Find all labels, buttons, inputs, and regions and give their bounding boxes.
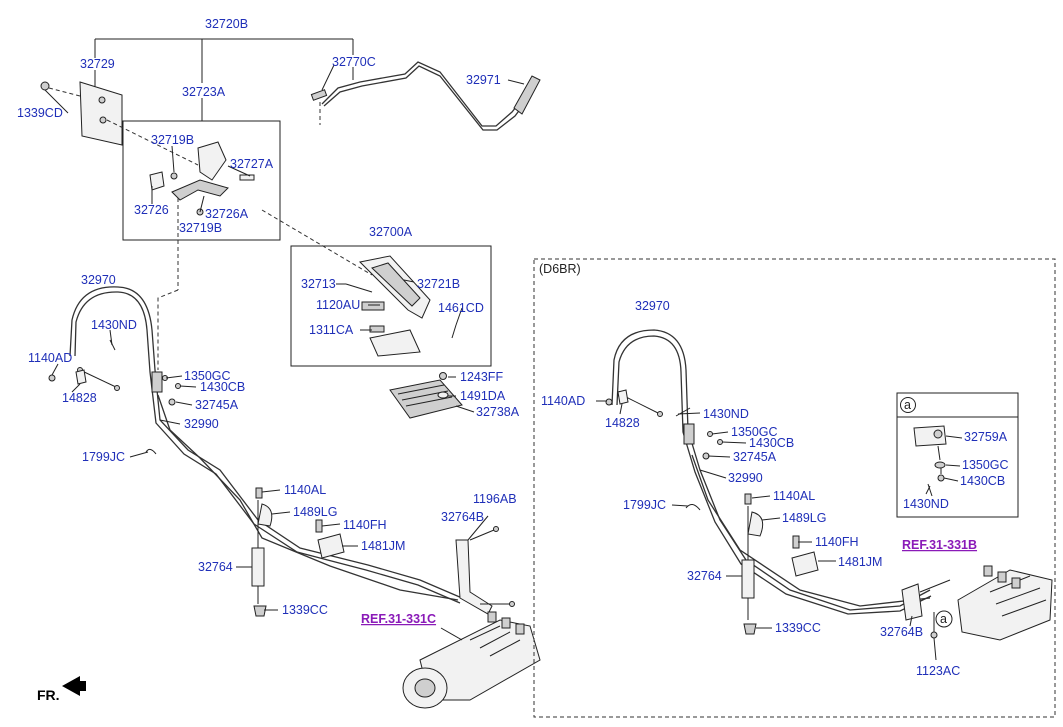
label-1123ac: 1123AC bbox=[916, 664, 960, 678]
label-1350gc-detail: 1350GC bbox=[962, 458, 1009, 472]
mounting-plate-32729 bbox=[40, 81, 199, 166]
label-32700a: 32700A bbox=[369, 225, 413, 239]
label-1491da: 1491DA bbox=[460, 389, 506, 403]
group-bracket-32720b bbox=[94, 38, 354, 121]
cable-32970-right bbox=[605, 329, 932, 615]
label-1196ab: 1196AB bbox=[473, 492, 517, 506]
pedal-assembly-32700a bbox=[261, 209, 457, 357]
label-1350gc-left: 1350GC bbox=[184, 369, 231, 383]
label-1339cd: 1339CD bbox=[17, 106, 63, 120]
front-direction-icon bbox=[62, 676, 86, 696]
label-14828-right: 14828 bbox=[605, 416, 640, 430]
cable-32770c bbox=[310, 61, 541, 131]
group-box-32723a bbox=[122, 120, 281, 241]
d6br-title: (D6BR) bbox=[539, 262, 581, 276]
label-32764b-right: 32764B bbox=[880, 625, 923, 639]
label-32745a-left: 32745A bbox=[195, 398, 239, 412]
label-1140ad-left: 1140AD bbox=[28, 351, 72, 365]
label-1140al-right: 1140AL bbox=[773, 489, 815, 503]
label-1430nd-left: 1430ND bbox=[91, 318, 137, 332]
label-32721b: 32721B bbox=[417, 277, 460, 291]
callout-marker-letter: a bbox=[940, 612, 947, 626]
label-1799jc-right: 1799JC bbox=[623, 498, 666, 512]
fr-label: FR. bbox=[37, 687, 60, 703]
callout-labels: 32720B 32729 32723A 32770C 32971 1339CD … bbox=[17, 17, 1009, 703]
injection-pump-left bbox=[402, 611, 541, 709]
label-1120au: 1120AU bbox=[316, 298, 360, 312]
label-1430nd-detail: 1430ND bbox=[903, 497, 949, 511]
detail-box-a bbox=[896, 392, 1019, 518]
label-1430cb-detail: 1430CB bbox=[960, 474, 1005, 488]
label-32764b-left: 32764B bbox=[441, 510, 484, 524]
label-32970-right: 32970 bbox=[635, 299, 670, 313]
bracket-32764-left bbox=[251, 487, 345, 617]
label-32971: 32971 bbox=[466, 73, 501, 87]
label-1430cb-right: 1430CB bbox=[749, 436, 794, 450]
label-32764-left: 32764 bbox=[198, 560, 233, 574]
label-32727a: 32727A bbox=[230, 157, 274, 171]
label-1140fh-right: 1140FH bbox=[815, 535, 859, 549]
detail-marker-letter: a bbox=[904, 398, 911, 412]
label-1140al-left: 1140AL bbox=[284, 483, 326, 497]
label-1430cb-left: 1430CB bbox=[200, 380, 245, 394]
label-32764-right: 32764 bbox=[687, 569, 722, 583]
label-32770c: 32770C bbox=[332, 55, 376, 69]
ref-31-331c: REF.31-331C bbox=[361, 612, 436, 626]
label-32726: 32726 bbox=[134, 203, 169, 217]
label-1339cc-left: 1339CC bbox=[282, 603, 328, 617]
bracket-32764b-left bbox=[455, 526, 515, 615]
label-32729: 32729 bbox=[80, 57, 115, 71]
label-1140fh-left: 1140FH bbox=[343, 518, 387, 532]
injection-pump-right bbox=[957, 565, 1053, 641]
label-32726a: 32726A bbox=[205, 207, 249, 221]
label-1799jc-left: 1799JC bbox=[82, 450, 125, 464]
label-32723a: 32723A bbox=[182, 85, 226, 99]
label-32720b: 32720B bbox=[205, 17, 248, 31]
label-32759a: 32759A bbox=[964, 430, 1008, 444]
label-1481jm-left: 1481JM bbox=[361, 539, 405, 553]
ref-31-331b: REF.31-331B bbox=[902, 538, 977, 552]
label-32713: 32713 bbox=[301, 277, 336, 291]
pedal-pad-32738a bbox=[389, 372, 463, 419]
label-1140ad-right: 1140AD bbox=[541, 394, 585, 408]
label-1489lg-right: 1489LG bbox=[782, 511, 826, 525]
label-1311ca: 1311CA bbox=[309, 323, 354, 337]
label-32719b-bottom: 32719B bbox=[179, 221, 222, 235]
leader-lines bbox=[44, 64, 963, 661]
label-1481jm-right: 1481JM bbox=[838, 555, 882, 569]
detail-parts-a bbox=[913, 425, 947, 497]
label-1339cc-right: 1339CC bbox=[775, 621, 821, 635]
group-box-32700a bbox=[290, 245, 492, 367]
label-32990-right: 32990 bbox=[728, 471, 763, 485]
label-1243ff: 1243FF bbox=[460, 370, 503, 384]
label-1350gc-right: 1350GC bbox=[731, 425, 778, 439]
detail-marker-circle bbox=[900, 397, 916, 413]
pedal-assembly-32723a bbox=[149, 141, 255, 370]
label-32970-left: 32970 bbox=[81, 273, 116, 287]
label-1430nd-right: 1430ND bbox=[703, 407, 749, 421]
cable-32970-left bbox=[48, 286, 463, 604]
label-32738a: 32738A bbox=[476, 405, 520, 419]
bracket-32764-right bbox=[741, 493, 819, 635]
label-32745a-right: 32745A bbox=[733, 450, 777, 464]
label-1461cd: 1461CD bbox=[438, 301, 484, 315]
label-32990-left: 32990 bbox=[184, 417, 219, 431]
callout-marker-circle bbox=[935, 610, 953, 628]
label-14828-left: 14828 bbox=[62, 391, 97, 405]
bracket-32764b-right bbox=[901, 579, 951, 639]
label-1489lg-left: 1489LG bbox=[293, 505, 337, 519]
d6br-variant-box bbox=[533, 258, 1056, 718]
label-32719b-top: 32719B bbox=[151, 133, 194, 147]
